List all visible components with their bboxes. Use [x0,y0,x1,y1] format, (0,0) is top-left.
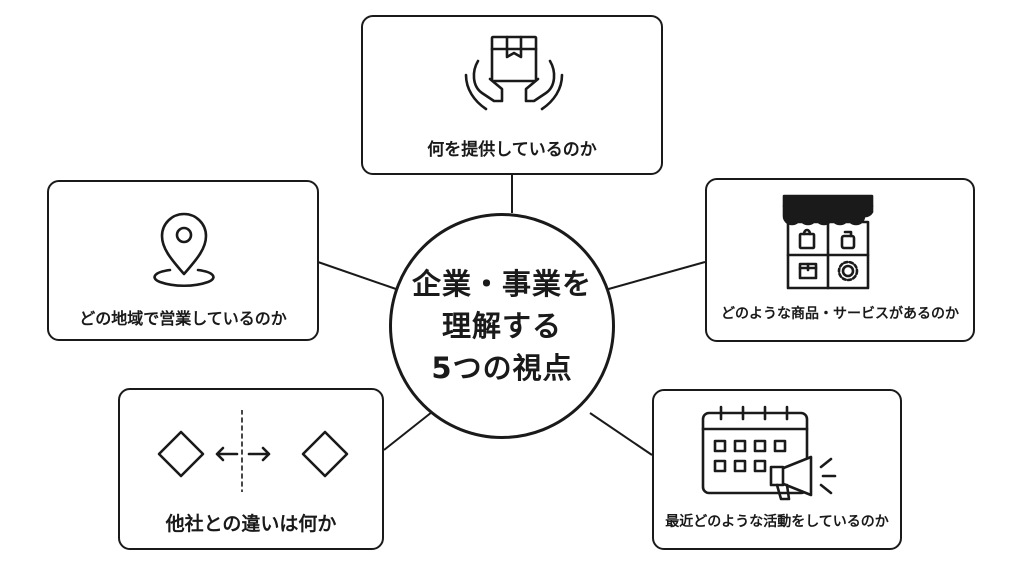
card-region: どの地域で営業しているのか [47,180,319,341]
connector-competitors [383,411,433,451]
center-circle: 企業・事業を 理解する 5つの視点 [389,213,615,439]
calendar-megaphone-icon [701,405,837,501]
card-offerings-label: 何を提供しているのか [427,140,597,160]
connector-activities [589,412,653,456]
center-title-line-1: 企業・事業を [411,267,592,301]
connector-products [604,261,706,291]
card-activities: 最近どのような活動をしているのか [652,389,902,550]
storefront-icon [782,194,874,290]
card-competitors: 他社との違いは何か [118,388,384,550]
card-offerings: 何を提供しているのか [361,15,663,175]
card-products: どのような商品・サービスがあるのか [705,178,975,342]
center-title-line-3: 5つの視点 [431,351,573,385]
card-activities-label: 最近どのような活動をしているのか [665,514,889,530]
hands-holding-box-icon [464,35,564,111]
compare-diamonds-icon [157,410,349,492]
center-title-line-2: 理解する [441,309,562,343]
connector-region [317,261,397,290]
map-pin-icon [153,212,215,288]
card-region-label: どの地域で営業しているのか [79,309,287,328]
card-competitors-label: 他社との違いは何か [165,513,337,535]
card-products-label: どのような商品・サービスがあるのか [721,306,959,322]
